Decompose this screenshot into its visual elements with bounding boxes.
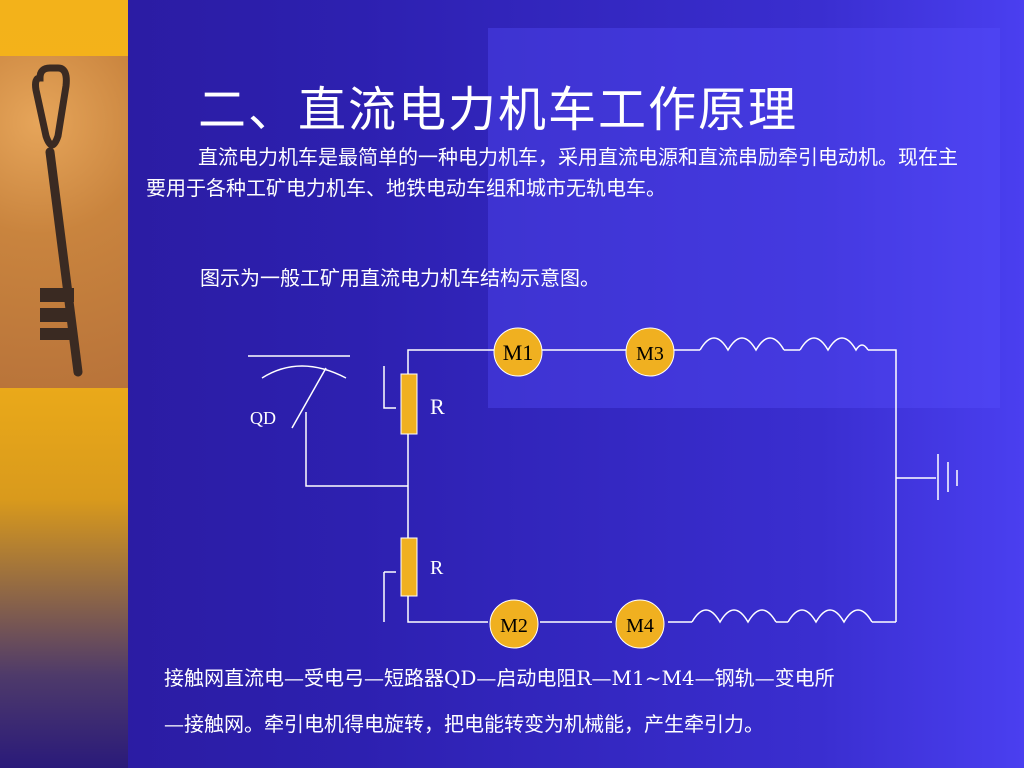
wire-right	[868, 349, 897, 622]
summary-line-1: 接触网直流电—受电弓—短路器QD—启动电阻R—M1~M4—钢轨—变电所	[164, 666, 835, 690]
switch-label: QD	[250, 408, 276, 428]
key-photo-icon	[32, 64, 83, 377]
wire-top	[407, 349, 496, 486]
intro-text: 直流电力机车是最简单的一种电力机车，采用直流电源和直流串励牵引电动机。现在主要用…	[146, 145, 958, 200]
resistor-upper-tap	[383, 366, 396, 409]
motor-m4	[615, 599, 665, 649]
field-coil-top	[699, 337, 869, 352]
left-decor-strip	[0, 0, 128, 768]
wire-switch-to-node	[305, 412, 408, 487]
resistor-lower	[400, 537, 418, 597]
motor-m2-label: M2	[500, 615, 528, 637]
field-coil-bottom	[691, 609, 873, 624]
summary-line-2: —接触网。牵引电机得电旋转，把电能转变为机械能，产生牵引力。	[164, 712, 764, 736]
motor-m3-label: M3	[636, 343, 664, 365]
motor-m3	[625, 327, 675, 377]
intro-paragraph: 直流电力机车是最简单的一种电力机车，采用直流电源和直流串励牵引电动机。现在主要用…	[146, 142, 976, 204]
wire-left-lower	[407, 486, 488, 623]
resistor-upper	[400, 373, 418, 435]
pantograph-arc	[261, 365, 347, 379]
motor-m2	[489, 599, 539, 649]
resistor-lower-label: R	[430, 557, 444, 579]
accent-panel	[488, 28, 1000, 408]
resistor-upper-label: R	[430, 394, 445, 419]
diagram-caption: 图示为一般工矿用直流电力机车结构示意图。	[200, 266, 600, 290]
key-photo	[0, 56, 128, 388]
switch-blade	[291, 367, 327, 429]
motor-m1	[493, 327, 543, 377]
motor-m1-label: M1	[503, 340, 534, 365]
motor-m4-label: M4	[626, 615, 654, 637]
slide-title: 二、直流电力机车工作原理	[198, 82, 799, 138]
